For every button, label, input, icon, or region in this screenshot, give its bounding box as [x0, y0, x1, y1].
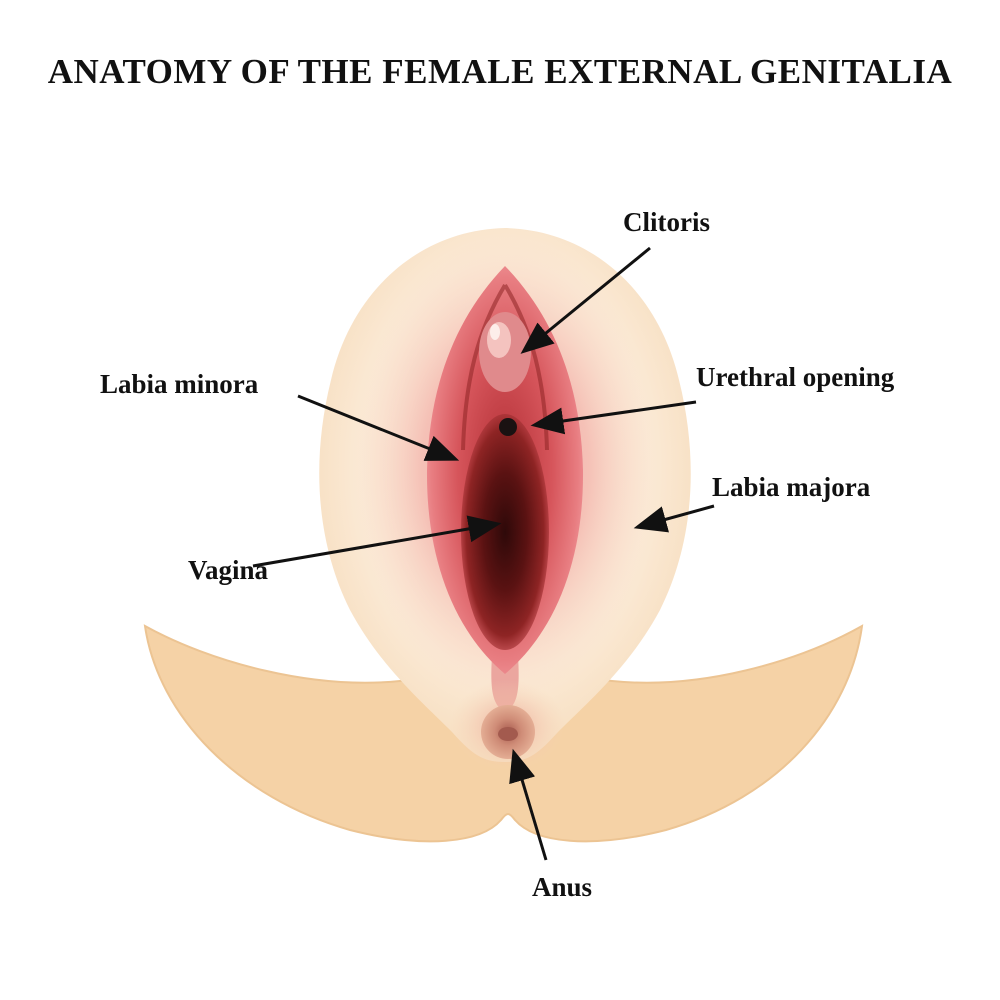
label-urethral-opening: Urethral opening [696, 362, 895, 392]
arrow-clitoris [520, 246, 651, 354]
vaginal-opening-shape [461, 414, 549, 650]
arrow-labia-majora [633, 504, 715, 533]
urethral-opening-dot [499, 418, 517, 436]
label-labia-minora: Labia minora [100, 369, 259, 399]
label-labia-majora: Labia majora [712, 472, 871, 502]
label-vagina: Vagina [188, 555, 269, 585]
arrow-urethral-opening [530, 400, 697, 435]
label-clitoris: Clitoris [623, 207, 710, 237]
clitoris-highlight [490, 324, 500, 340]
arrow-labia-minora [297, 394, 460, 461]
page-title: ANATOMY OF THE FEMALE EXTERNAL GENITALIA [47, 52, 953, 91]
arrow-vagina [252, 515, 502, 568]
arrow-anus [509, 748, 548, 861]
anus-center [498, 727, 518, 741]
label-anus: Anus [532, 872, 593, 902]
